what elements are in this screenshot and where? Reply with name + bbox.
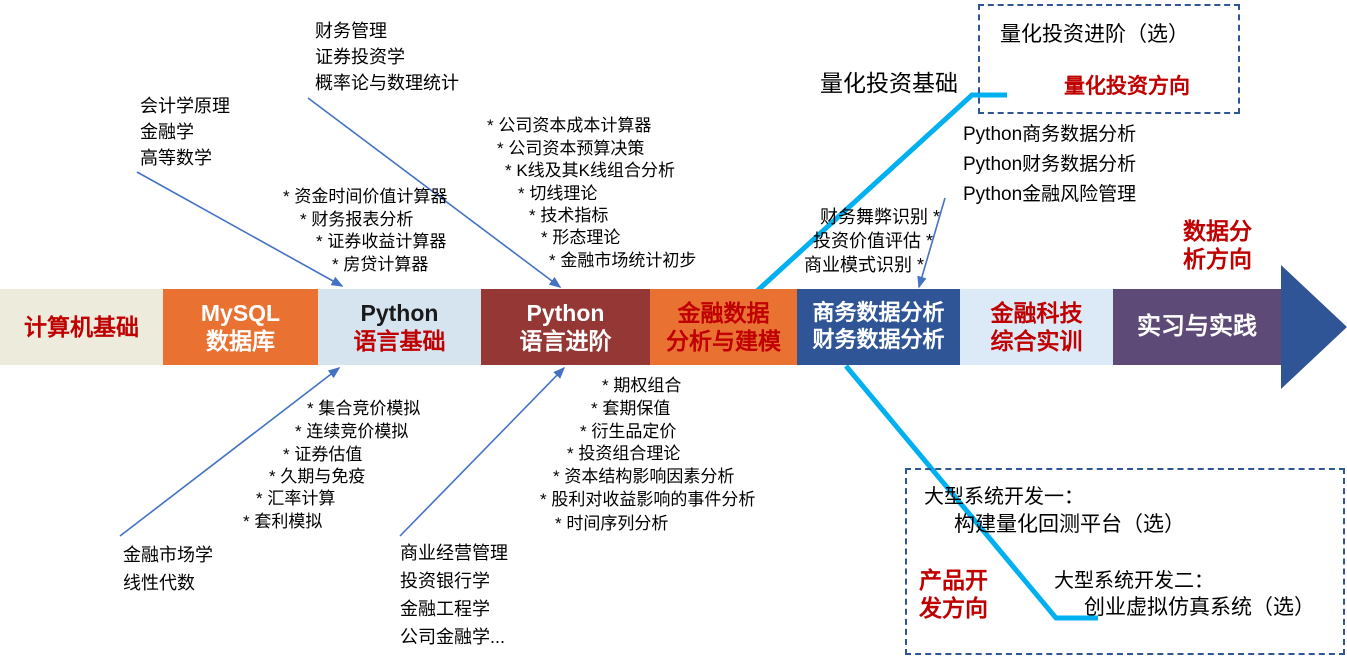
flow-block-label: 商务数据分析: [812, 300, 945, 326]
top-left-prereq-group: 会计学原理 金融学 高等数学: [140, 93, 230, 171]
flow-block-label: MySQL: [200, 299, 281, 326]
analysis-skill-item: 财务舞弊识别 *: [820, 207, 941, 227]
course-label: 金融市场学: [123, 545, 213, 565]
flow-block-financial-data-modeling: 金融数据 分析与建模: [650, 289, 797, 365]
flow-block-label: 语言进阶: [519, 328, 612, 354]
quant-direction-label: 量化投资方向: [1064, 75, 1190, 98]
course-label: 投资银行学: [400, 570, 490, 591]
practice-item: * 套利模拟: [243, 512, 323, 531]
flow-block-label: 语言基础: [353, 328, 446, 354]
practice-item: * 衍生品定价: [580, 422, 677, 441]
course-label: 证券投资学: [315, 47, 405, 68]
flow-block-internship-practice: 实习与实践: [1113, 289, 1281, 365]
practice-item: * 时间序列分析: [555, 514, 669, 533]
practice-item: * 财务报表分析: [300, 210, 414, 229]
connector-skills-line: [917, 197, 946, 289]
flow-block-label: 金融数据: [677, 299, 770, 326]
course-label: 商业经营管理: [400, 543, 508, 563]
flow-block-label: 实习与实践: [1137, 313, 1257, 341]
practice-item: * 证券估值: [283, 445, 363, 464]
flow-block-label: Python: [526, 299, 605, 326]
bottom-mid-prereq-group: 商业经营管理 投资银行学 金融工程学 公司金融学...: [400, 540, 508, 652]
product-dev-path-line: [844, 364, 1098, 621]
course-label: 公司金融学...: [400, 626, 506, 647]
flow-block-fintech-training: 金融科技 综合实训: [960, 289, 1113, 365]
course-label: 财务管理: [315, 21, 387, 41]
flow-block-python-basics: Python 语言基础: [318, 289, 481, 365]
course-label: Python金融风险管理: [963, 184, 1137, 206]
flow-block-label: 财务数据分析: [812, 327, 945, 352]
flow-block-business-finance-analysis: 商务数据分析 财务数据分析: [797, 289, 960, 365]
practice-item: * 房贷计算器: [332, 255, 429, 274]
quant-advanced-course: 量化投资进阶（选）: [1000, 23, 1189, 46]
practice-item: * 形态理论: [541, 228, 621, 247]
course-label: 高等数学: [140, 148, 212, 169]
data-analysis-direction-label: 数据分析方向: [1183, 218, 1252, 272]
flow-block-label: 综合实训: [990, 328, 1083, 354]
analysis-skill-item: 商业模式识别 *: [804, 255, 925, 275]
top-mid-prereq-group: 财务管理 证券投资学 概率论与数理统计: [315, 18, 459, 96]
practice-item: * 资本结构影响因素分析: [553, 467, 735, 486]
flow-block-python-advanced: Python 语言进阶: [481, 289, 650, 365]
practice-item: * 期权组合: [602, 376, 682, 395]
bottom-left-prereq-group: 金融市场学 线性代数: [123, 542, 213, 598]
analysis-skill-item: 投资价值评估 *: [813, 231, 934, 251]
course-label: Python商务数据分析: [963, 124, 1137, 145]
flow-block-label: 分析与建模: [666, 328, 781, 354]
course-label: 金融学: [140, 122, 194, 143]
course-label: 会计学原理: [140, 96, 230, 116]
product-dev-option-box: 大型系统开发一： 构建量化回测平台（选） 产品开发方向 大型系统开发二： 创业虚…: [905, 468, 1345, 655]
course-label: Python财务数据分析: [963, 154, 1137, 176]
python-analysis-course-group: Python商务数据分析 Python财务数据分析 Python金融风险管理: [963, 120, 1136, 210]
course-label: 线性代数: [123, 572, 195, 593]
practice-item: * 套期保值: [591, 399, 671, 418]
flow-block-computer-basics: 计算机基础: [0, 289, 163, 365]
quant-path-line: [755, 92, 1007, 293]
flow-block-label: Python: [360, 299, 439, 326]
practice-item: * 投资组合理论: [567, 444, 681, 463]
practice-item: * 连续竞价模拟: [295, 422, 409, 441]
course-label: 概率论与数理统计: [315, 73, 459, 94]
practice-item: * 公司资本成本计算器: [487, 116, 652, 135]
system-dev2-title: 大型系统开发二：: [1054, 570, 1214, 592]
quant-option-box: 量化投资进阶（选） 量化投资方向: [978, 4, 1240, 114]
flow-block-label: 数据库: [206, 328, 275, 354]
connector-top-left-line: [136, 171, 344, 287]
flow-block-mysql-database: MySQL 数据库: [163, 289, 318, 365]
practice-item: * 金融市场统计初步: [549, 251, 697, 270]
product-dev-direction-label: 产品开发方向: [919, 567, 988, 621]
system-dev1-detail: 构建量化回测平台（选）: [954, 513, 1185, 536]
quant-path-label: 量化投资基础: [820, 70, 958, 96]
practice-item: * 久期与免疫: [269, 467, 366, 486]
practice-item: * 公司资本预算决策: [497, 139, 645, 158]
practice-item: * 汇率计算: [256, 489, 336, 508]
flow-block-label: 计算机基础: [24, 313, 139, 340]
connector-bottom-left-line: [119, 367, 341, 537]
system-dev1-title: 大型系统开发一：: [924, 486, 1084, 508]
practice-item: * 技术指标: [529, 206, 609, 225]
practice-item: * 切线理论: [518, 184, 598, 203]
practice-item: * 资金时间价值计算器: [283, 187, 448, 206]
connector-top-mid-line: [307, 97, 562, 288]
connector-bottom-mid-line: [399, 366, 566, 537]
flow-block-label: 金融科技: [990, 299, 1083, 326]
practice-item: * K线及其K线组合分析: [505, 161, 676, 180]
practice-item: * 证券收益计算器: [316, 232, 447, 251]
system-dev2-detail: 创业虚拟仿真系统（选）: [1084, 596, 1315, 619]
course-label: 金融工程学: [400, 598, 490, 619]
practice-item: * 集合竞价模拟: [307, 399, 421, 418]
flow-arrow-head: [1281, 265, 1347, 389]
practice-item: * 股利对收益影响的事件分析: [540, 490, 756, 509]
